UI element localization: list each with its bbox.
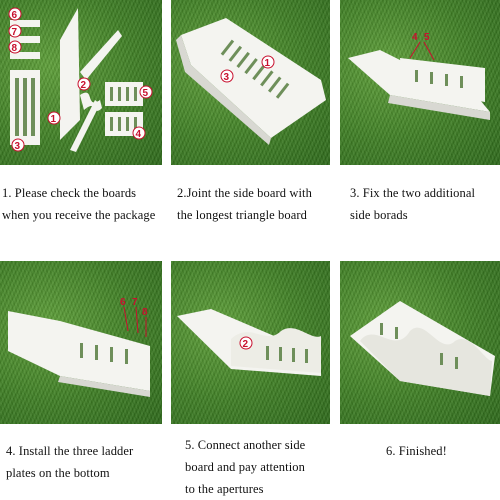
marker-5: 5	[143, 88, 149, 99]
boards-layout-illustration: 6 7 8 3 1 2 5 4	[8, 7, 153, 152]
marker-7: 7	[132, 297, 138, 308]
step-2-caption: 2.Joint the side board with the longest …	[177, 182, 312, 226]
step-1-caption: 1. Please check the boards when you rece…	[2, 182, 155, 226]
step-1-photo: 6 7 8 3 1 2 5 4	[0, 0, 162, 165]
caption-line: 5. Connect another side	[185, 438, 306, 452]
caption-line: 6. Finished!	[386, 444, 447, 458]
marker-1: 1	[265, 58, 271, 69]
marker-8: 8	[12, 43, 18, 54]
step-2-photo: 3 1	[171, 0, 330, 165]
marker-4: 4	[412, 32, 418, 43]
caption-line: the longest triangle board	[177, 208, 307, 222]
caption-line: side borads	[350, 208, 408, 222]
marker-3: 3	[15, 141, 21, 152]
caption-line: plates on the bottom	[6, 466, 110, 480]
finished-ladder-illustration	[350, 301, 495, 396]
marker-4: 4	[136, 129, 142, 140]
marker-6: 6	[12, 10, 18, 21]
marker-8: 8	[142, 307, 148, 318]
ladder-plates-illustration: 6 7 8	[8, 297, 150, 397]
marker-1: 1	[51, 114, 57, 125]
additional-side-boards-illustration: 4 5	[348, 32, 490, 120]
step-4-caption: 4. Install the three ladder plates on th…	[6, 440, 133, 484]
caption-line: board and pay attention	[185, 460, 305, 474]
caption-line: to the apertures	[185, 482, 264, 496]
marker-6: 6	[120, 297, 126, 308]
step-5-caption: 5. Connect another side board and pay at…	[185, 434, 305, 500]
second-side-board-illustration: 2	[177, 309, 321, 376]
caption-line: 1. Please check the boards	[2, 186, 137, 200]
marker-2: 2	[243, 339, 249, 350]
step-4-photo: 6 7 8	[0, 261, 162, 424]
marker-7: 7	[12, 27, 18, 38]
caption-line: 4. Install the three ladder	[6, 444, 134, 458]
step-5-photo: 2	[171, 261, 330, 424]
step-3-photo: 4 5	[340, 0, 500, 165]
step-3-caption: 3. Fix the two additional side borads	[350, 182, 475, 226]
side-board-joined-illustration: 3 1	[176, 18, 326, 145]
marker-2: 2	[81, 80, 87, 91]
step-6-caption: 6. Finished!	[386, 440, 447, 462]
caption-line: 3. Fix the two additional	[350, 186, 476, 200]
marker-3: 3	[224, 72, 230, 83]
step-6-photo	[340, 261, 500, 424]
caption-line: when you receive the package	[2, 208, 156, 222]
marker-5: 5	[424, 32, 430, 43]
caption-line: 2.Joint the side board with	[177, 186, 312, 200]
